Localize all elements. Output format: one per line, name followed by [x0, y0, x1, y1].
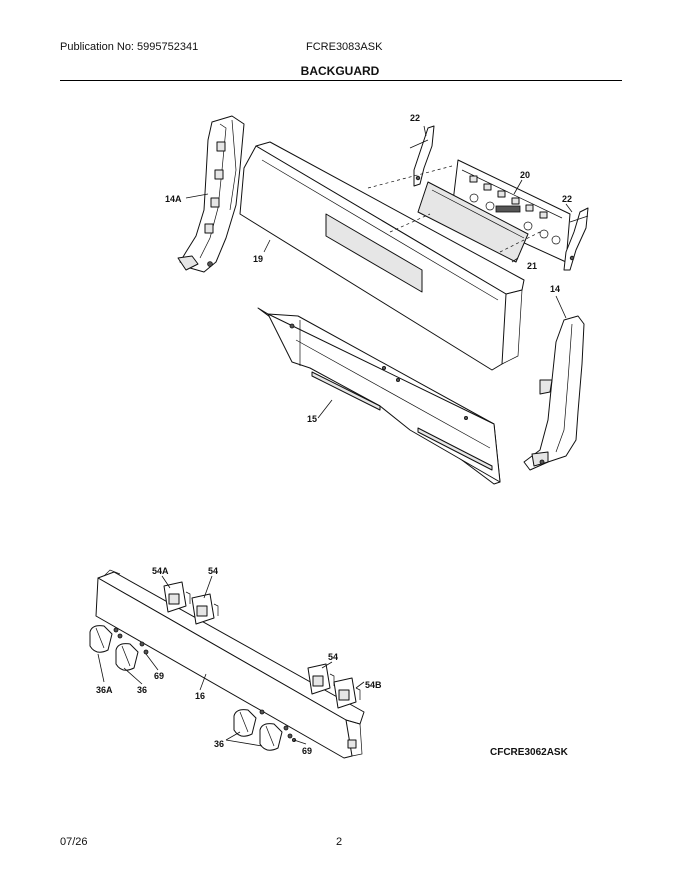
front-panel-19 [239, 141, 525, 371]
model-number: FCRE3083ASK [306, 41, 383, 53]
manifold-panel-16 [95, 569, 365, 759]
switch-54-lower [307, 663, 335, 695]
callout-36A: 36A [96, 685, 113, 695]
section-title: BACKGUARD [300, 64, 380, 78]
knob-36-left [115, 643, 139, 671]
clip-22-right [563, 207, 589, 271]
callout-21: 21 [527, 261, 537, 271]
page-number: 2 [336, 836, 343, 848]
assembly-guide-lines [367, 165, 541, 253]
callout-54B: 54B [365, 680, 382, 690]
bottom-leader-lines [97, 575, 365, 747]
knob-36-right-b [259, 723, 283, 751]
callout-14A: 14A [165, 194, 182, 204]
footer-date: 07/26 [60, 836, 88, 848]
switch-54A-upper [163, 581, 191, 613]
callout-20: 20 [520, 170, 530, 180]
end-bracket-right-14 [523, 315, 585, 471]
callout-54-lower: 54 [328, 652, 338, 662]
publication-number: Publication No: 5995752341 [60, 41, 199, 53]
knob-36A [89, 625, 113, 653]
spring-clips-69 [113, 627, 296, 743]
switch-54B-lower [333, 677, 361, 709]
rear-support-15 [257, 307, 501, 485]
knob-36-right-a [233, 709, 257, 737]
callout-36-left: 36 [137, 685, 147, 695]
callout-54-upper: 54 [208, 566, 218, 576]
clip-22-upper [409, 125, 435, 187]
callout-22-right: 22 [562, 194, 572, 204]
variant-model-label: CFCRE3062ASK [490, 747, 569, 758]
callout-16: 16 [195, 691, 205, 701]
callout-69-left: 69 [154, 671, 164, 681]
callout-15: 15 [307, 414, 317, 424]
overlay-glass-21 [417, 181, 529, 263]
callout-22-upper: 22 [410, 113, 420, 123]
callout-36-right: 36 [214, 739, 224, 749]
header-rule [60, 80, 622, 81]
callout-69-right: 69 [302, 746, 312, 756]
callout-54A: 54A [152, 566, 169, 576]
callout-14: 14 [550, 284, 560, 294]
switch-54-upper [191, 593, 219, 625]
top-leader-lines [185, 125, 573, 419]
callout-19: 19 [253, 254, 263, 264]
end-bracket-left-14A [177, 115, 245, 273]
